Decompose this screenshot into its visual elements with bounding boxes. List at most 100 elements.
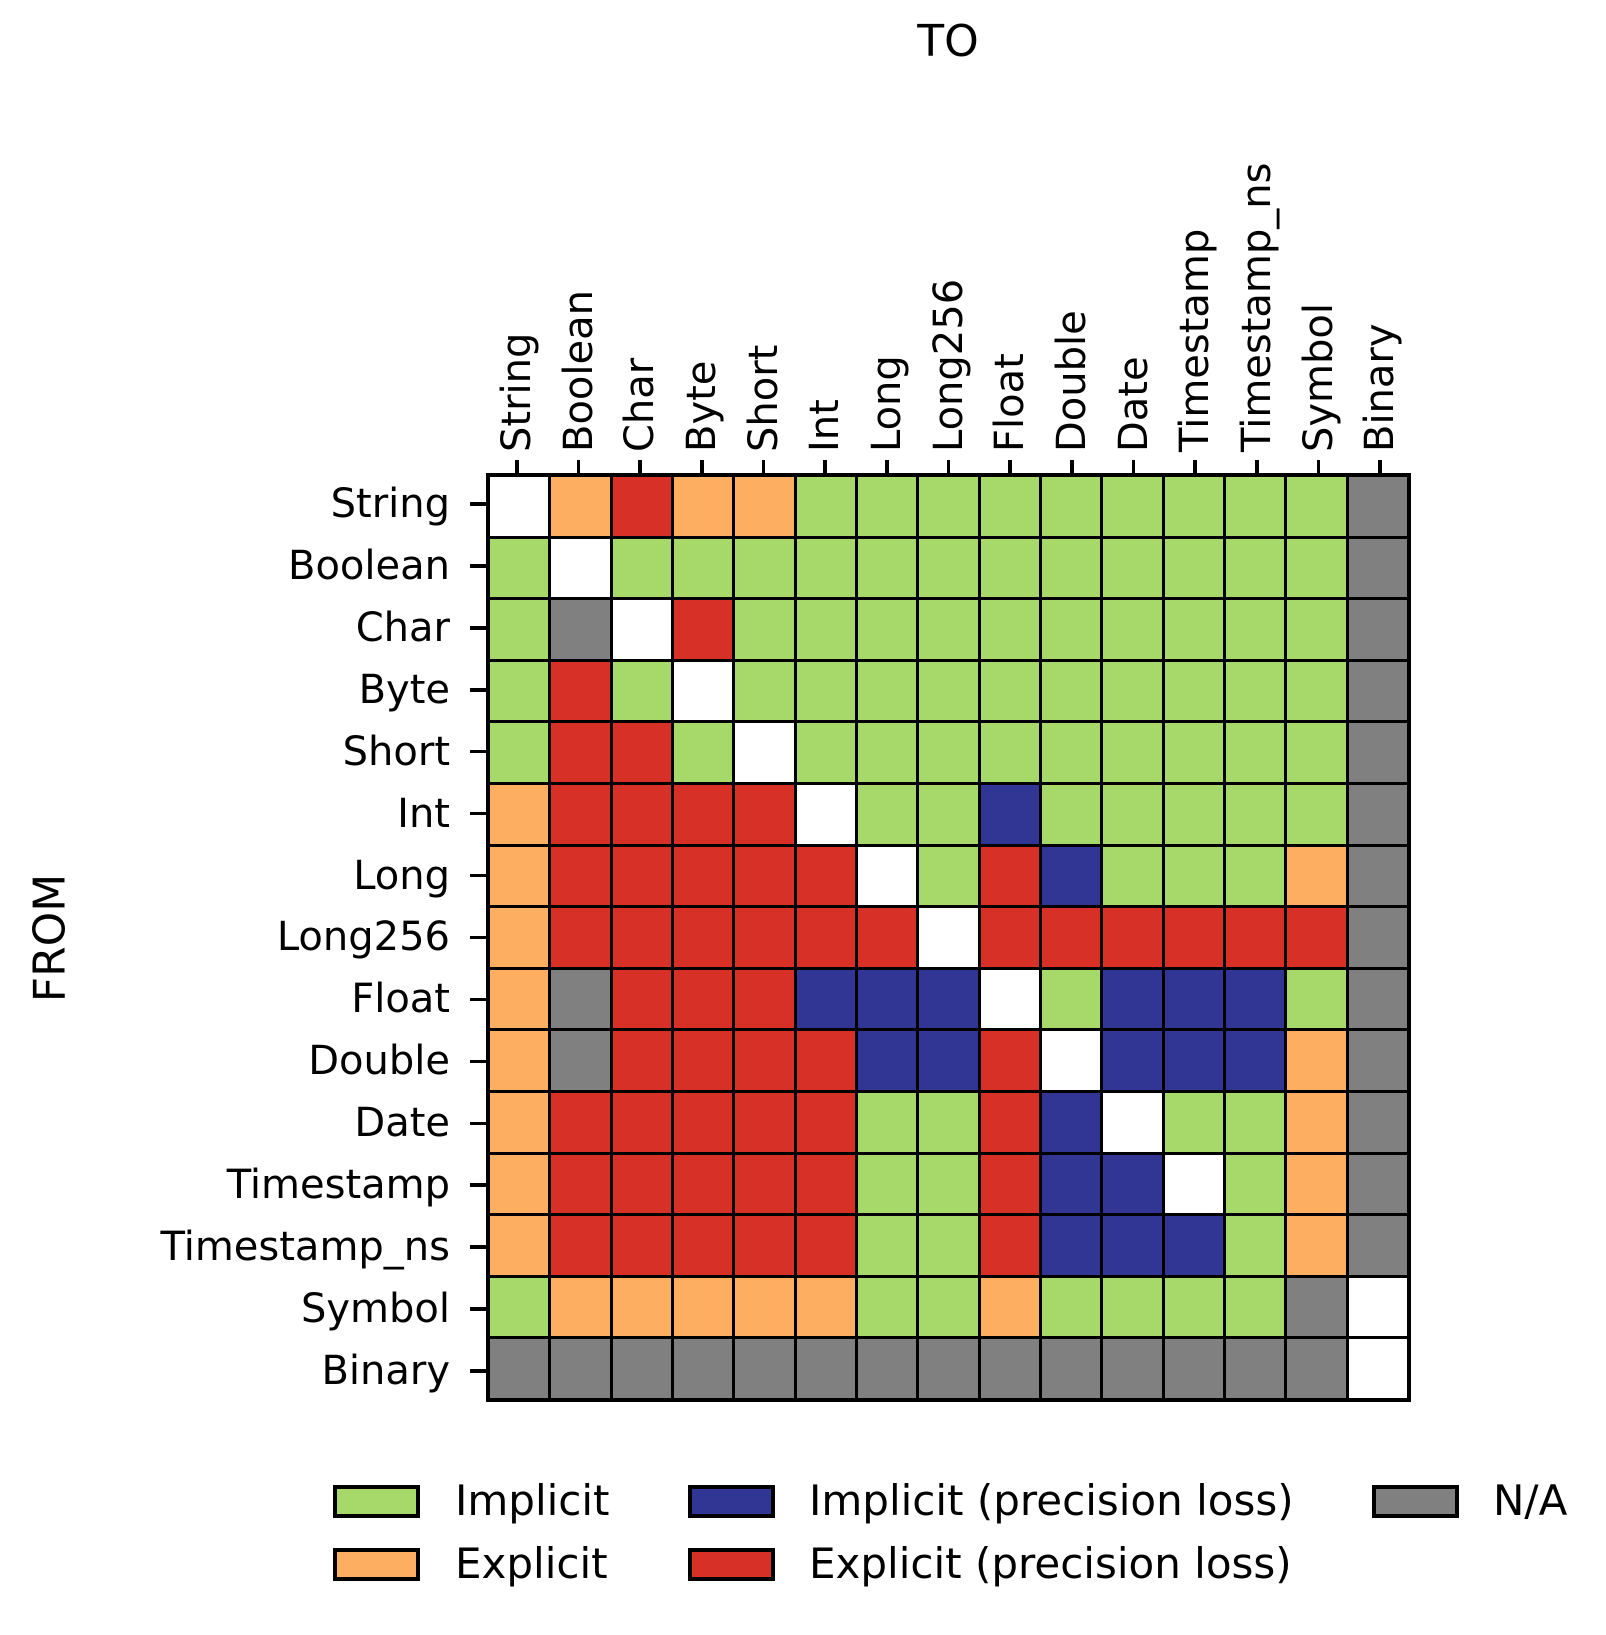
- cell-Long-to-Symbol: [1287, 846, 1346, 906]
- col-label-Long: Long: [863, 355, 910, 452]
- cell-Long256-to-Symbol: [1287, 908, 1346, 967]
- top-tick-Long: [885, 460, 889, 473]
- cell-Int-to-Short: [735, 784, 794, 844]
- top-tick-Byte: [700, 460, 704, 473]
- cell-Int-to-Long: [857, 784, 917, 844]
- cell-Byte-to-Long256: [919, 661, 978, 721]
- cell-Double-to-Byte: [673, 1031, 733, 1090]
- cell-Binary-to-Timestamp: [1164, 1339, 1223, 1398]
- cell-String-to-Date: [1103, 477, 1162, 536]
- cell-Char-to-Double: [1041, 600, 1101, 659]
- top-tick-Date: [1131, 460, 1136, 473]
- cell-String-to-Float: [980, 477, 1039, 536]
- cell-Boolean-to-Binary: [1348, 538, 1407, 598]
- cell-Binary-to-Timestamp_ns: [1225, 1339, 1285, 1398]
- left-tick-Int: [470, 811, 486, 816]
- left-tick-String: [470, 502, 486, 506]
- row-label-String: String: [330, 480, 450, 527]
- cell-Char-to-Binary: [1348, 600, 1407, 659]
- cell-Date-to-Float: [980, 1092, 1039, 1152]
- cell-Symbol-to-Boolean: [551, 1277, 610, 1337]
- cell-Char-to-Timestamp_ns: [1225, 600, 1285, 659]
- cell-Timestamp-to-Int: [796, 1154, 855, 1214]
- cell-Char-to-Long256: [919, 600, 978, 659]
- cell-Int-to-Date: [1103, 784, 1162, 844]
- cell-Double-to-Char: [612, 1031, 671, 1090]
- cell-String-to-Symbol: [1287, 477, 1346, 536]
- cell-Timestamp_ns-to-Byte: [673, 1216, 733, 1275]
- cell-Byte-to-Date: [1103, 661, 1162, 721]
- cell-Timestamp_ns-to-Short: [735, 1216, 794, 1275]
- cell-Char-to-Short: [735, 600, 794, 659]
- cell-Byte-to-Int: [796, 661, 855, 721]
- cell-Binary-to-Int: [796, 1339, 855, 1398]
- cell-Long256-to-Long256: [919, 908, 978, 967]
- top-tick-Float: [1008, 460, 1012, 473]
- cell-Int-to-Double: [1041, 784, 1101, 844]
- cell-Short-to-String: [490, 723, 549, 782]
- cell-Long256-to-Boolean: [551, 908, 610, 967]
- cell-Date-to-Short: [735, 1092, 794, 1152]
- left-tick-Double: [470, 1059, 486, 1064]
- cell-Symbol-to-Byte: [673, 1277, 733, 1337]
- cell-Double-to-Timestamp: [1164, 1031, 1223, 1090]
- cell-Short-to-Byte: [673, 723, 733, 782]
- cell-Long256-to-Binary: [1348, 908, 1407, 967]
- cell-Int-to-Int: [796, 784, 855, 844]
- cell-Binary-to-Boolean: [551, 1339, 610, 1398]
- cell-Symbol-to-Short: [735, 1277, 794, 1337]
- cell-Short-to-Binary: [1348, 723, 1407, 782]
- cell-Boolean-to-Boolean: [551, 538, 610, 598]
- cell-Symbol-to-Int: [796, 1277, 855, 1337]
- cell-Date-to-String: [490, 1092, 549, 1152]
- cell-String-to-Byte: [673, 477, 733, 536]
- cell-Boolean-to-Int: [796, 538, 855, 598]
- cell-Date-to-Int: [796, 1092, 855, 1152]
- cell-Timestamp-to-Float: [980, 1154, 1039, 1214]
- cell-Long-to-Date: [1103, 846, 1162, 906]
- cell-Byte-to-Boolean: [551, 661, 610, 721]
- cell-Binary-to-Date: [1103, 1339, 1162, 1398]
- cell-Float-to-Long: [857, 969, 917, 1029]
- col-label-Short: Short: [740, 344, 787, 452]
- cell-Char-to-String: [490, 600, 549, 659]
- cell-Short-to-Timestamp_ns: [1225, 723, 1285, 782]
- cell-Long-to-Char: [612, 846, 671, 906]
- col-label-Timestamp_ns: Timestamp_ns: [1233, 162, 1280, 452]
- cell-Timestamp_ns-to-Binary: [1348, 1216, 1407, 1275]
- cell-Short-to-Boolean: [551, 723, 610, 782]
- top-tick-Char: [638, 460, 642, 473]
- cell-Symbol-to-Binary: [1348, 1277, 1407, 1337]
- cell-Char-to-Date: [1103, 600, 1162, 659]
- conversion-heatmap: [486, 473, 1411, 1402]
- cell-Symbol-to-Long: [857, 1277, 917, 1337]
- cell-Short-to-Float: [980, 723, 1039, 782]
- row-label-Short: Short: [342, 728, 450, 775]
- cell-Float-to-Char: [612, 969, 671, 1029]
- cell-Float-to-Symbol: [1287, 969, 1346, 1029]
- cell-Symbol-to-Timestamp_ns: [1225, 1277, 1285, 1337]
- row-label-Timestamp_ns: Timestamp_ns: [160, 1224, 450, 1271]
- col-label-Date: Date: [1110, 356, 1157, 452]
- top-tick-Timestamp_ns: [1255, 460, 1259, 473]
- left-tick-Float: [470, 997, 486, 1002]
- cell-Date-to-Long256: [919, 1092, 978, 1152]
- cell-Boolean-to-Short: [735, 538, 794, 598]
- cell-Binary-to-Char: [612, 1339, 671, 1398]
- cell-Timestamp_ns-to-Long: [857, 1216, 917, 1275]
- cell-Date-to-Timestamp: [1164, 1092, 1223, 1152]
- cell-Boolean-to-Long: [857, 538, 917, 598]
- cell-Double-to-Symbol: [1287, 1031, 1346, 1090]
- cell-Timestamp-to-Boolean: [551, 1154, 610, 1214]
- legend-swatch-EP: [688, 1548, 775, 1581]
- cell-Int-to-Boolean: [551, 784, 610, 844]
- cell-Timestamp-to-Binary: [1348, 1154, 1407, 1214]
- cell-Timestamp-to-Date: [1103, 1154, 1162, 1214]
- cell-Timestamp_ns-to-Char: [612, 1216, 671, 1275]
- cell-Long-to-Int: [796, 846, 855, 906]
- col-label-Byte: Byte: [678, 360, 725, 452]
- legend-label-NA: N/A: [1493, 1476, 1568, 1525]
- cell-Byte-to-Binary: [1348, 661, 1407, 721]
- cell-Long256-to-Int: [796, 908, 855, 967]
- cell-Float-to-Binary: [1348, 969, 1407, 1029]
